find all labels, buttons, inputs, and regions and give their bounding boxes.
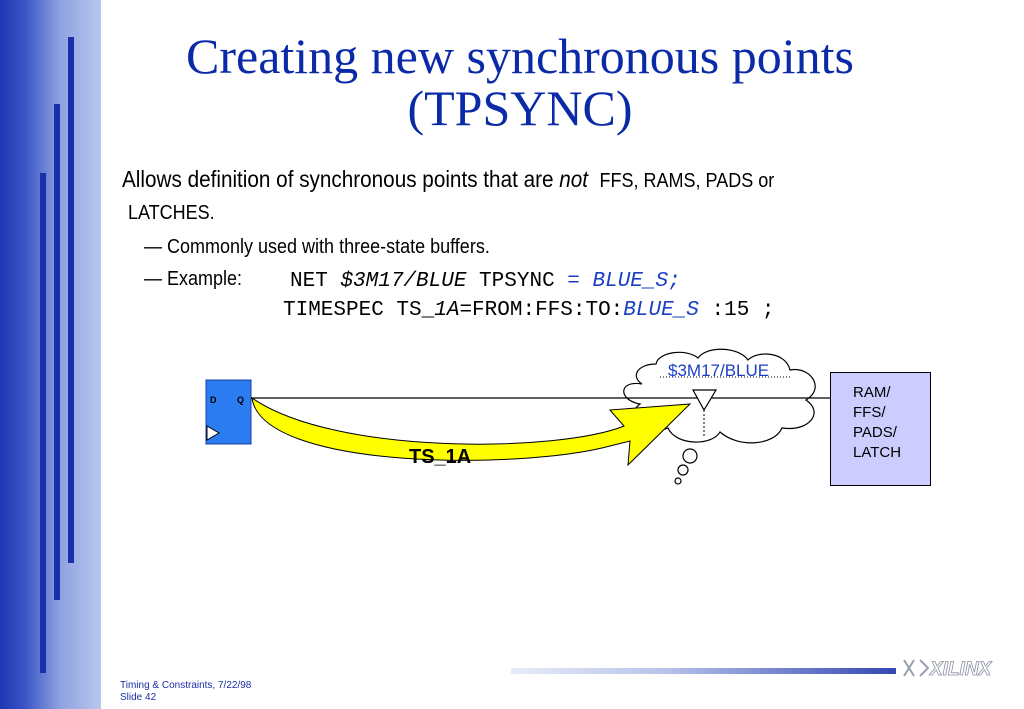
bullet-example-label: — Example: xyxy=(144,268,243,290)
slide-title: Creating new synchronous points (TPSYNC) xyxy=(110,30,930,134)
code-timespec-tail: :15 ; xyxy=(698,299,775,322)
sidebar-bar-3 xyxy=(40,173,46,673)
sidebar-bar-2 xyxy=(54,104,60,600)
code-group-name: BLUE_S xyxy=(623,299,699,322)
footer-line-2: Slide 42 xyxy=(120,692,157,703)
tristate-buffer-icon xyxy=(691,389,718,412)
target-line-4: LATCH xyxy=(853,444,902,461)
sidebar-bar-1 xyxy=(68,37,74,563)
footer-line-1: Timing & Constraints, 7/22/98 xyxy=(120,680,252,691)
code-timespec-line: TIMESPEC TS_1A=FROM:FFS:TO:BLUE_S :15 ; xyxy=(283,299,775,322)
code-tpsync-kw: TPSYNC xyxy=(466,270,568,293)
code-timespec-id: 1A xyxy=(434,299,460,322)
bullet-three-state: — Commonly used with three-state buffers… xyxy=(144,236,490,258)
intro-part1: Allows definition of synchronous points … xyxy=(122,166,560,192)
title-line-2: (TPSYNC) xyxy=(407,80,633,136)
flipflop-q-label: Q xyxy=(237,395,244,405)
left-decorative-sidebar xyxy=(0,0,101,709)
path-label: TS_1A xyxy=(409,446,471,468)
footer-rule xyxy=(511,668,896,674)
target-line-1: RAM/ xyxy=(853,384,891,401)
target-line-2: FFS/ xyxy=(853,404,886,421)
logo-text: XILINX xyxy=(929,659,993,680)
flipflop-d-label: D xyxy=(210,395,217,405)
code-from-to: =FROM:FFS:TO: xyxy=(459,299,624,322)
curved-arrow-icon xyxy=(251,396,692,467)
intro-emphasis: not xyxy=(559,166,589,192)
code-timespec-kw: TIMESPEC TS_ xyxy=(283,299,435,322)
d-flip-flop-icon: D Q xyxy=(205,379,252,445)
code-net-kw: NET xyxy=(290,270,341,293)
code-net-line: NET $3M17/BLUE TPSYNC = BLUE_S; xyxy=(290,270,681,293)
target-line-3: PADS/ xyxy=(853,424,897,441)
intro-part2: FFS, RAMS, PADS or xyxy=(599,170,775,192)
cloud-net-label: $3M17/BLUE xyxy=(668,361,769,380)
intro-text-line2: LATCHES. xyxy=(128,202,215,224)
title-line-1: Creating new synchronous points xyxy=(186,28,854,84)
xilinx-logo-icon: XILINX xyxy=(903,659,993,680)
footer-info: Timing & Constraints, 7/22/98 Slide 42 xyxy=(120,680,251,704)
code-tpsync-assign: = BLUE_S; xyxy=(567,270,681,293)
target-element-box: RAM/ FFS/ PADS/ LATCH xyxy=(830,372,931,486)
intro-text: Allows definition of synchronous points … xyxy=(122,166,774,193)
code-net-name: $3M17/BLUE xyxy=(340,270,467,293)
